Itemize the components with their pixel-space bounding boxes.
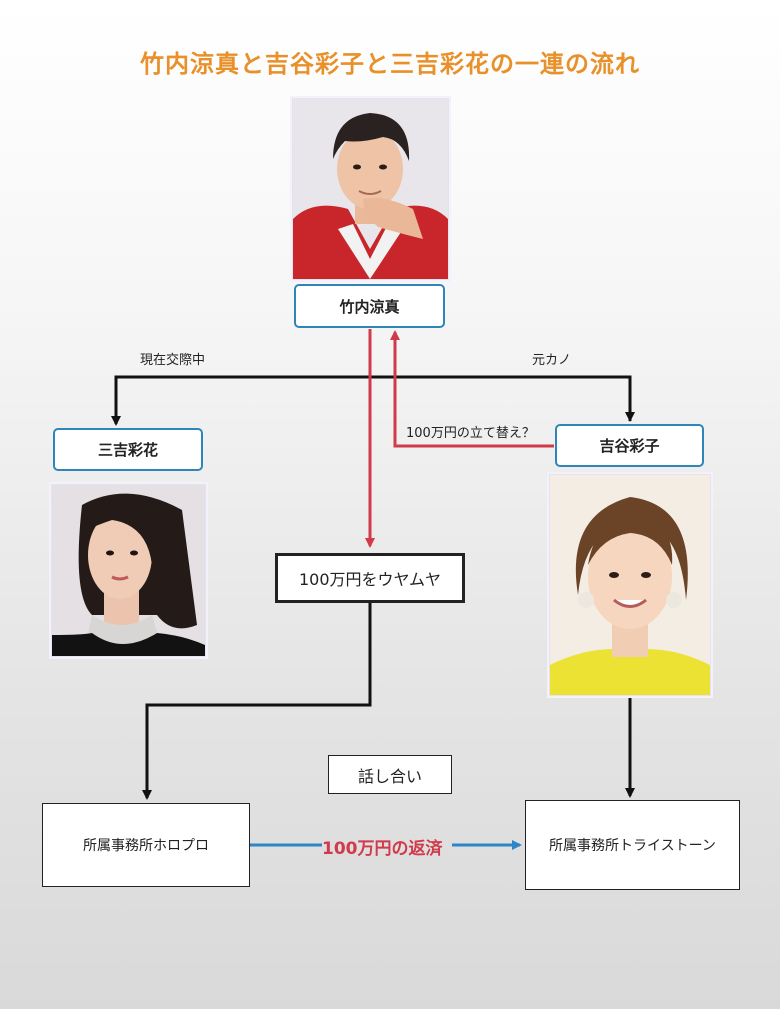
diagram-title: 竹内涼真と吉谷彩子と三吉彩花の一連の流れ	[140, 50, 640, 78]
yoshitani-name-box: 吉谷彩子	[555, 424, 704, 467]
branch-line	[114, 375, 632, 421]
red-arrow-up	[390, 330, 554, 448]
replacement-label: 100万円の立て替え？	[406, 426, 535, 441]
yoshitani-name: 吉谷彩子	[599, 437, 660, 455]
left-agency-box: 所属事務所ホロプロ	[42, 803, 250, 887]
vague-money-text: 100万円をウヤムヤ	[298, 570, 442, 589]
miyoshi-name: 三吉彩花	[97, 441, 158, 459]
repayment-label: 100万円の返済	[322, 839, 443, 859]
vague-money-box: 100万円をウヤムヤ	[275, 553, 465, 603]
left-agency-text: 所属事務所ホロプロ	[83, 838, 209, 854]
ex-relation-label: 元カノ	[532, 353, 572, 368]
talk-box: 話し合い	[328, 755, 452, 794]
takeuchi-name-box: 竹内涼真	[294, 284, 445, 328]
miyoshi-name-box: 三吉彩花	[53, 428, 203, 471]
right-agency-text: 所属事務所トライストーン	[549, 838, 716, 854]
current-relation-label: 現在交際中	[140, 353, 206, 368]
right-agency-box: 所属事務所トライストーン	[525, 800, 740, 890]
miyoshi-photo	[51, 484, 206, 657]
arrow-to-left-agency	[142, 603, 372, 800]
talk-text: 話し合い	[357, 766, 422, 786]
takeuchi-name: 竹内涼真	[339, 297, 400, 316]
yoshitani-photo	[549, 474, 711, 696]
takeuchi-photo	[292, 98, 449, 280]
